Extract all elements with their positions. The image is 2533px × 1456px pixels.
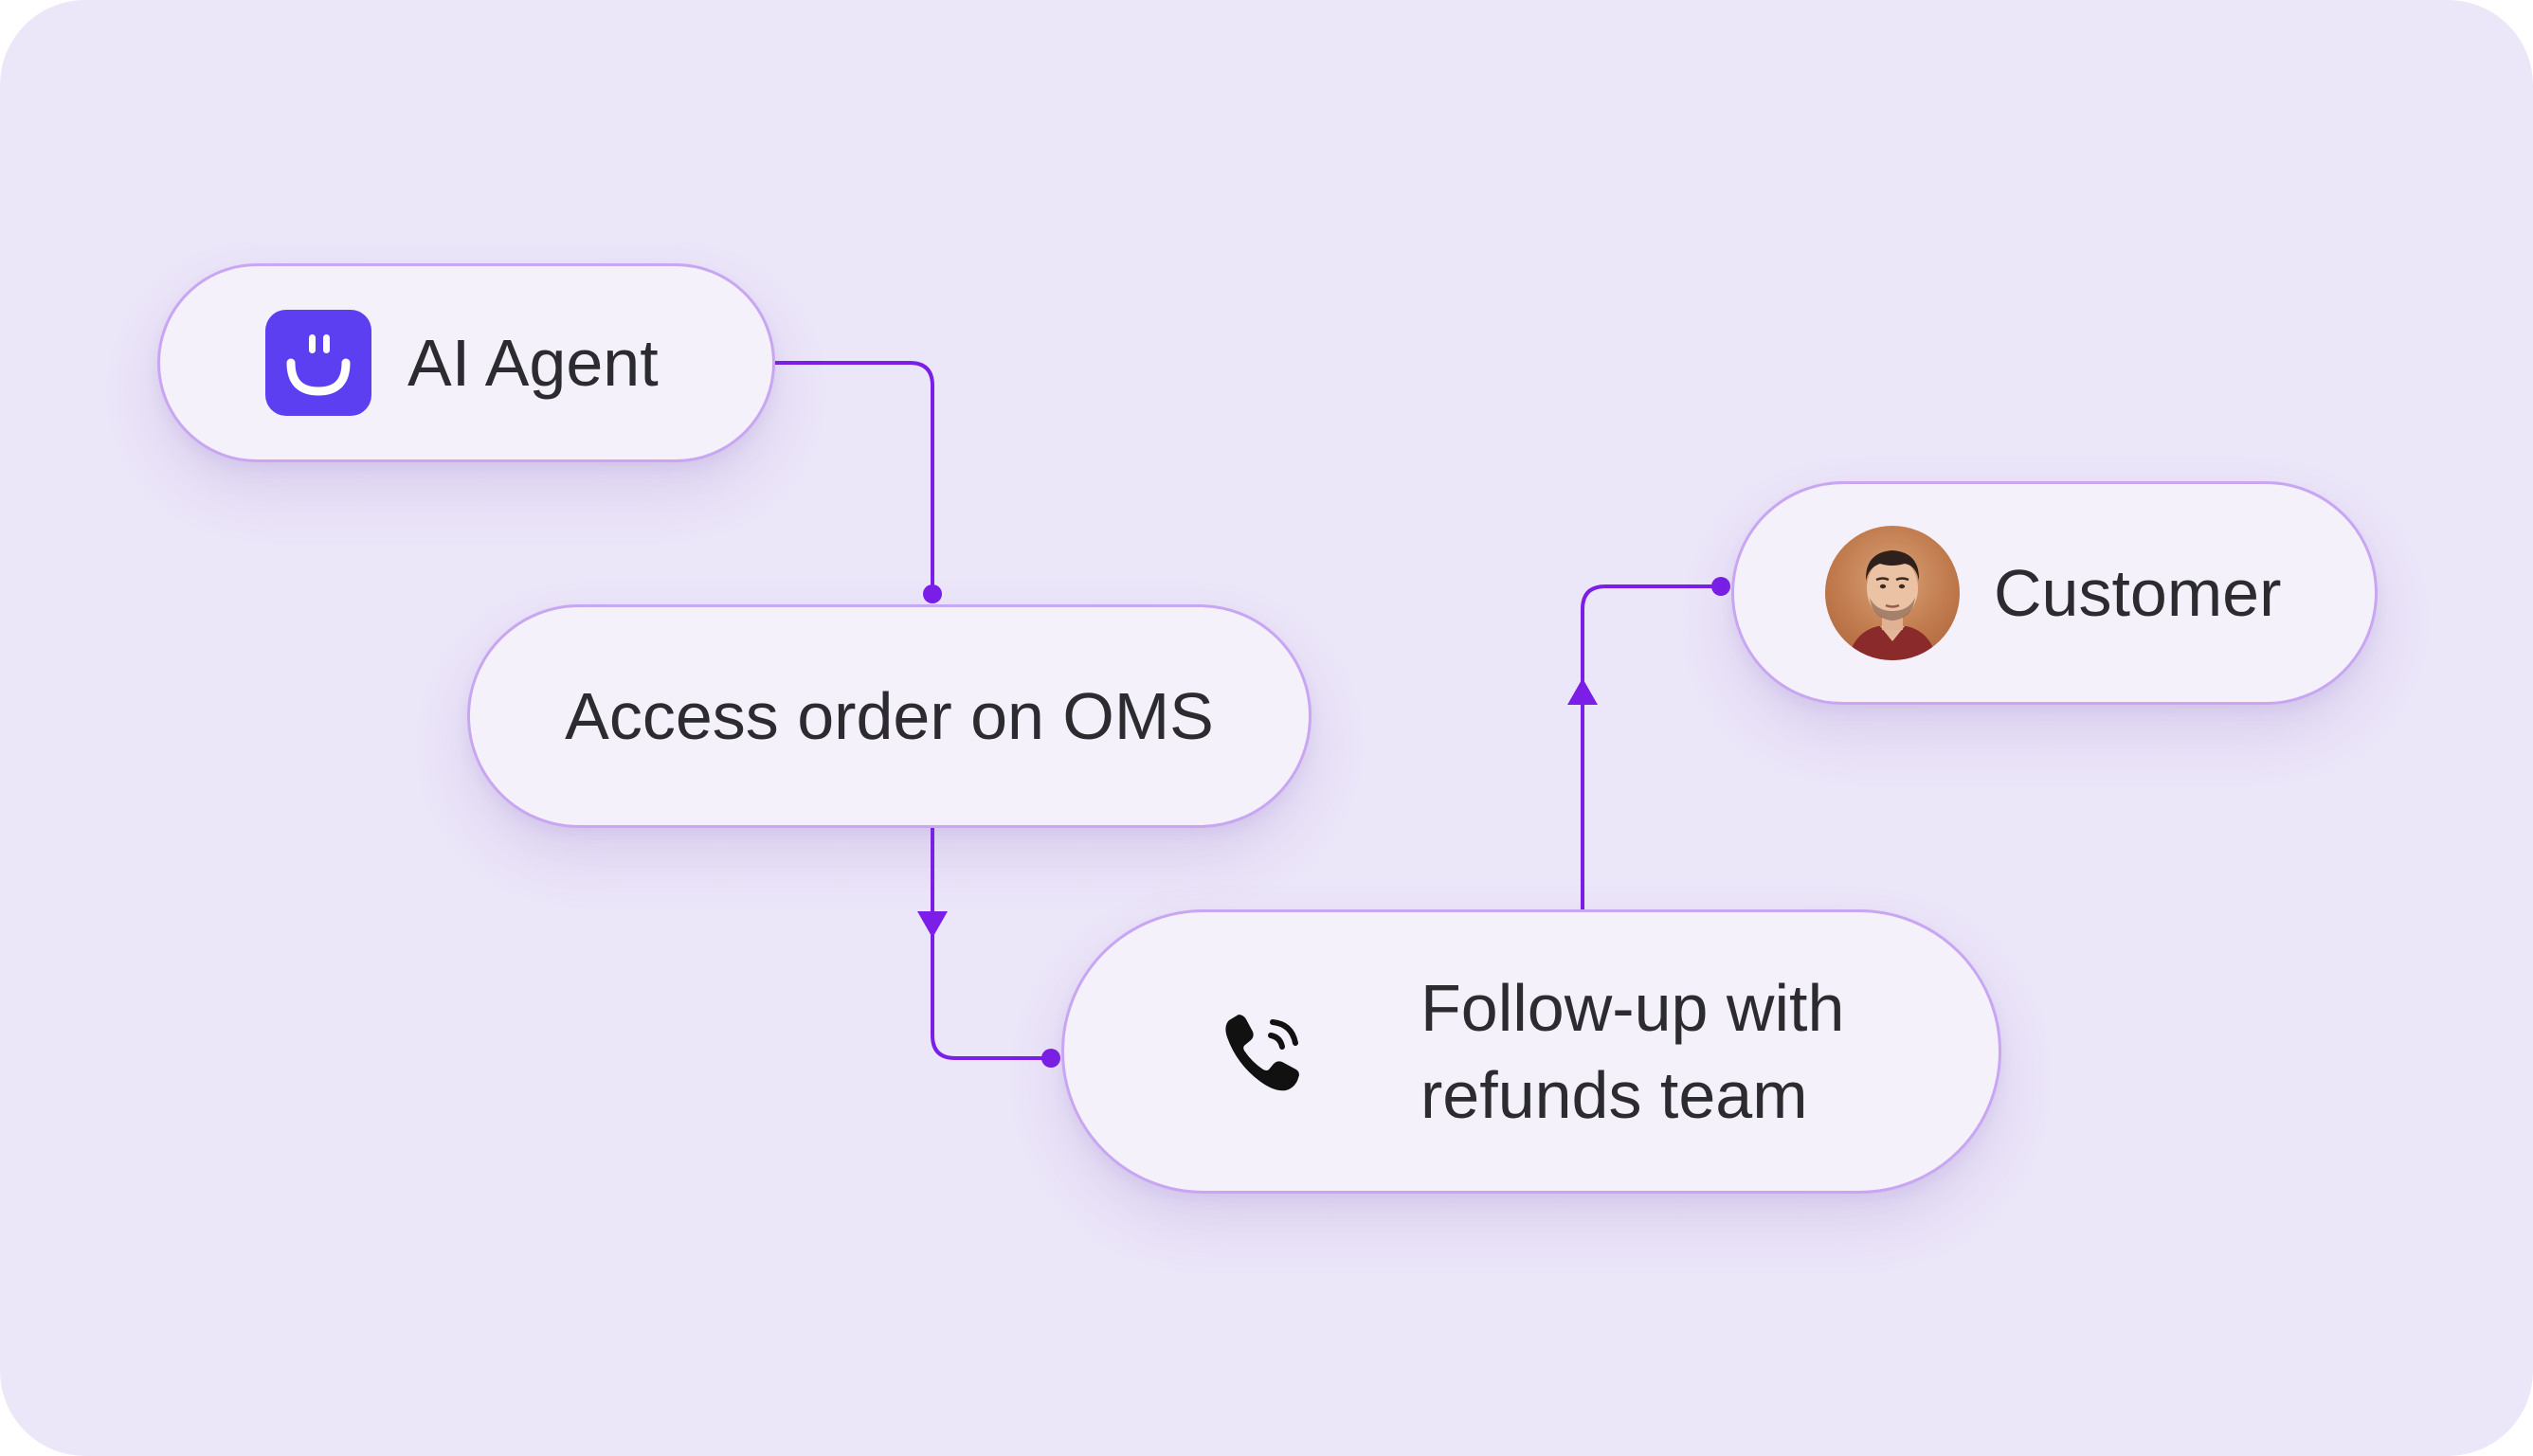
- node-follow-up: Follow-up with refunds team: [1061, 909, 2001, 1194]
- edge-agent-to-access: [775, 361, 934, 594]
- node-access-order-label: Access order on OMS: [565, 678, 1214, 753]
- node-ai-agent-label: AI Agent: [407, 325, 659, 400]
- node-customer-label: Customer: [1994, 555, 2282, 630]
- edge-access-to-followup-arrow: [917, 911, 948, 938]
- node-access-order: Access order on OMS: [467, 604, 1312, 828]
- phone-ringing-icon: [1216, 1001, 1316, 1102]
- node-follow-up-line-2: refunds team: [1420, 1058, 1808, 1132]
- edge-agent-to-access-dot: [923, 584, 942, 603]
- edge-followup-to-customer-dot: [1711, 577, 1730, 596]
- node-follow-up-line-1: Follow-up with: [1420, 970, 1845, 1045]
- customer-avatar: [1825, 526, 1960, 660]
- node-customer: Customer: [1731, 481, 2378, 705]
- edge-access-to-followup-dot: [1041, 1049, 1060, 1068]
- node-ai-agent: AI Agent: [157, 263, 775, 462]
- edge-followup-to-customer-arrow: [1567, 678, 1598, 705]
- edge-followup-to-customer: [1581, 584, 1721, 909]
- smiley-logo-icon: [265, 310, 371, 416]
- edge-access-to-followup: [931, 828, 1051, 1060]
- node-follow-up-label: Follow-up with refunds team: [1420, 964, 1844, 1140]
